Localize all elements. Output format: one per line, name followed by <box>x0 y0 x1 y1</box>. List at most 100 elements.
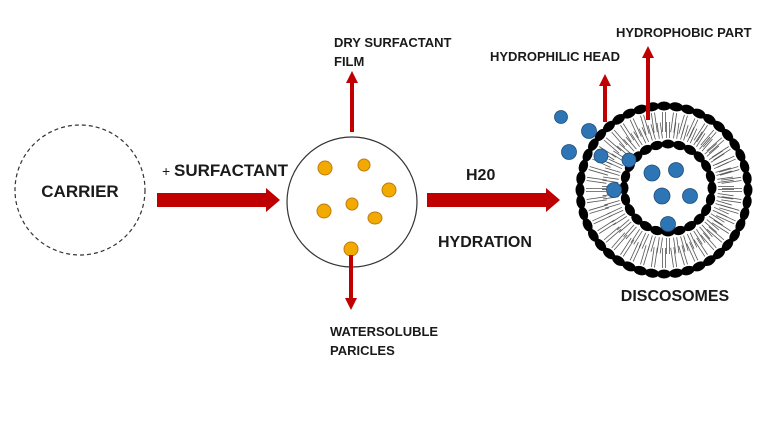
lipid-tail <box>700 129 715 146</box>
drug-molecule <box>682 188 698 204</box>
lipid-tail <box>643 114 650 135</box>
arrow-shape <box>157 188 280 212</box>
lipid-tail <box>689 232 698 248</box>
lipid-head <box>650 225 663 236</box>
lipid-tail <box>711 146 729 158</box>
surfactant-arrow: + SURFACTANT <box>157 161 289 212</box>
lipid-head <box>668 102 683 112</box>
hydrophobic-label: HYDROPHOBIC PART <box>616 25 752 40</box>
lipid-head <box>703 255 716 267</box>
lipid-tail <box>700 234 715 251</box>
lipid-tail <box>630 133 640 148</box>
carrier-node: CARRIER <box>14 124 146 256</box>
lipid-tail <box>650 112 655 133</box>
lipid-tail <box>712 158 728 167</box>
lipid-head <box>631 213 643 225</box>
hydrophilic-arrow: HYDROPHILIC HEAD <box>490 49 620 122</box>
lipid-tail <box>713 148 731 161</box>
drug-molecule <box>660 216 676 232</box>
lipid-tail <box>713 219 731 232</box>
lipid-tail <box>712 209 728 218</box>
lipid-head <box>701 203 712 217</box>
lipid-head <box>633 104 648 115</box>
lipid-tail <box>704 143 718 155</box>
lipid-head <box>743 183 753 197</box>
particle <box>317 160 333 176</box>
lipid-tail <box>613 216 628 226</box>
lipid-tail <box>693 131 703 146</box>
lipid-tail <box>602 176 619 180</box>
lipid-head <box>622 261 636 272</box>
lipid-head <box>624 203 635 217</box>
lipid-head <box>742 171 752 186</box>
lipid-tail <box>701 138 713 152</box>
lipid-tail <box>613 234 628 251</box>
lipid-tail <box>686 127 695 143</box>
arrow-head <box>642 46 654 58</box>
lipid-tail <box>715 167 731 173</box>
lipid-tail <box>676 237 680 254</box>
lipid-head <box>576 194 586 209</box>
lipid-tail <box>586 199 607 204</box>
lipid-tail <box>659 122 663 139</box>
lipid-head <box>683 221 697 232</box>
lipid-tail <box>613 129 628 146</box>
lipid-head <box>578 206 589 221</box>
lipid-tail <box>670 247 674 268</box>
lipid-tail <box>719 169 740 176</box>
lipid-tail <box>597 219 615 232</box>
arrow-head <box>346 71 358 83</box>
lipid-head <box>692 108 706 119</box>
lipid-tail <box>604 170 620 176</box>
lipid-head <box>680 265 695 276</box>
lipid-tail <box>641 127 650 143</box>
lipid-tail <box>602 179 619 183</box>
lipid-head <box>693 213 705 225</box>
lipid-tail <box>603 139 620 154</box>
lipid-head <box>707 181 717 195</box>
lipid-tail <box>706 219 720 231</box>
lipid-tail <box>586 180 607 184</box>
lipid-head <box>639 221 653 232</box>
particle <box>381 182 397 198</box>
lipid-tail <box>719 166 739 173</box>
lipid-tail <box>713 161 729 170</box>
lipid-tail <box>656 122 660 139</box>
water-soluble-particles <box>316 158 397 257</box>
lipid-tail <box>608 158 624 167</box>
drug-molecule <box>621 152 637 168</box>
discosomes-label: DISCOSOMES <box>621 288 730 305</box>
lipid-tail <box>650 124 656 140</box>
lipid-head <box>620 193 631 206</box>
lipid-head <box>578 159 589 174</box>
lipid-head <box>620 170 631 183</box>
lipid-head <box>712 120 726 133</box>
lipid-tail <box>647 125 653 141</box>
lipid-head <box>712 247 726 260</box>
lipid-tail <box>717 196 734 200</box>
lipid-tail <box>717 193 734 197</box>
lipid-tail <box>680 124 686 140</box>
drug-molecule <box>643 164 661 182</box>
lipid-head <box>587 229 599 242</box>
lipid-tail <box>605 203 621 209</box>
dry-film-label-line2: FILM <box>334 54 364 69</box>
lipid-tail <box>607 161 623 170</box>
discosome-vesicle: DISCOSOMES <box>554 101 753 305</box>
drug-molecule <box>606 182 622 198</box>
lipid-tail <box>625 136 637 150</box>
carrier-label: CARRIER <box>41 182 118 201</box>
lipid-head <box>742 194 752 209</box>
drug-molecule <box>581 123 597 139</box>
lipid-head <box>587 138 599 151</box>
lipid-tail <box>586 196 607 200</box>
lipid-tail <box>629 119 639 139</box>
lipid-tail <box>630 228 640 243</box>
lipid-head <box>594 238 607 252</box>
arrow-head <box>599 74 611 86</box>
lipid-tail <box>699 226 711 240</box>
h2o-label: H20 <box>466 167 495 184</box>
water-soluble-arrow: WATERSOLUBLE PARICLES <box>330 255 438 358</box>
lipid-tail <box>620 125 632 143</box>
lipid-head <box>735 148 746 162</box>
